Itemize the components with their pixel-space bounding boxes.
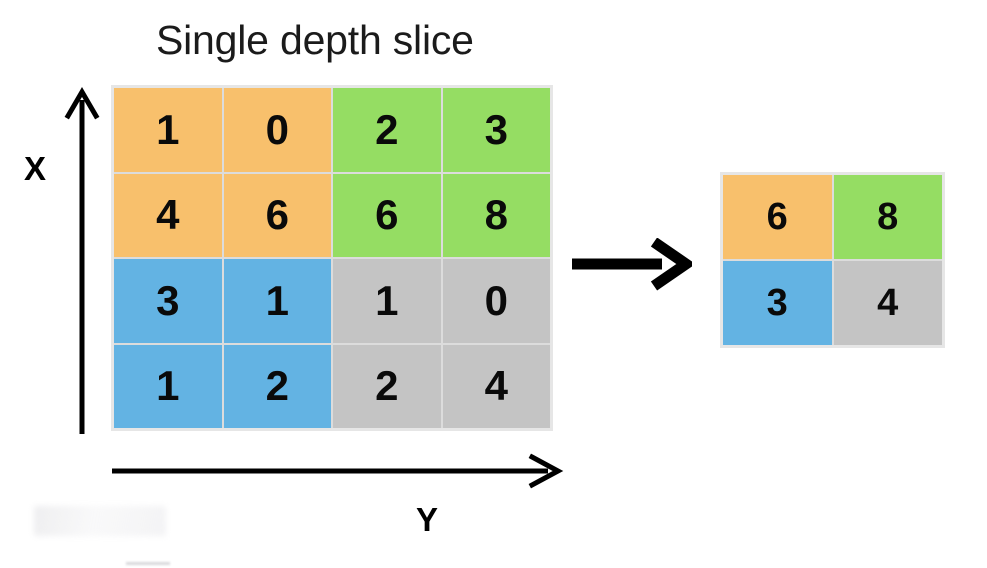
input-cell: 0: [223, 88, 331, 172]
watermark: [34, 506, 166, 536]
y-axis-label: Y: [416, 501, 439, 538]
input-cell: 8: [442, 173, 550, 257]
input-cell: 1: [333, 259, 441, 343]
output-cell: 4: [833, 261, 942, 345]
y-axis-arrow-icon: [108, 452, 564, 490]
watermark-rule: [126, 562, 170, 565]
input-cell: 4: [114, 173, 222, 257]
input-cell: 2: [333, 88, 441, 172]
input-feature-map-grid: 1 0 2 3 4 6 6 8 3 1 1 0 1 2 2 4: [111, 85, 553, 431]
input-cell: 6: [333, 173, 441, 257]
output-cell: 3: [723, 261, 832, 345]
x-axis-arrow-icon: [62, 86, 102, 434]
input-cell: 4: [442, 344, 550, 428]
input-cell: 1: [223, 259, 331, 343]
input-cell: 1: [114, 344, 222, 428]
input-cell: 3: [114, 259, 222, 343]
x-axis-label: X: [24, 150, 47, 187]
input-cell: 3: [442, 88, 550, 172]
transform-arrow-icon: [570, 237, 696, 292]
page-title: Single depth slice: [156, 17, 474, 63]
output-cell: 6: [723, 175, 832, 259]
input-cell: 0: [442, 259, 550, 343]
pooled-output-grid: 6 8 3 4: [720, 172, 945, 348]
input-cell: 2: [333, 344, 441, 428]
input-cell: 2: [223, 344, 331, 428]
input-cell: 6: [223, 173, 331, 257]
input-cell: 1: [114, 88, 222, 172]
output-cell: 8: [833, 175, 942, 259]
